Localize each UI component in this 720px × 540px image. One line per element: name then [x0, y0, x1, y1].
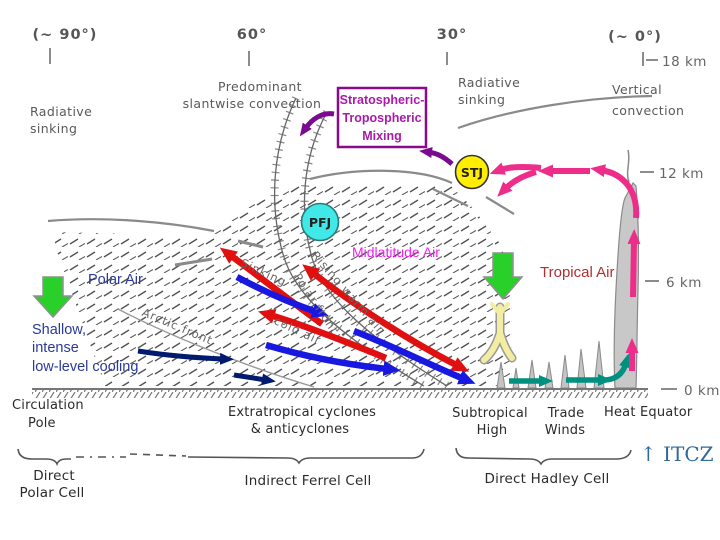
ferrel-cell-brace — [187, 448, 425, 465]
upper-outflow-arrow — [489, 162, 542, 175]
subtropical-high-label: Subtropical High — [452, 406, 528, 438]
polar-cell-line2: Polar Cell — [19, 485, 84, 501]
equator-updraft-arrow — [627, 229, 641, 298]
vertical-convection-label: Vertical convection — [612, 82, 684, 118]
slantwise-convection-label: Predominant slantwise convection — [183, 79, 322, 111]
shallow-cooling-line1: Shallow, — [32, 322, 86, 338]
shallow-cooling-line3: low-level cooling — [32, 359, 138, 375]
latitude-label-equator: (~ 0°) — [608, 29, 662, 45]
stj-label: STJ — [461, 165, 483, 180]
subtropical-high-line1: Subtropical — [452, 406, 528, 421]
cold-air-arrows — [235, 274, 476, 385]
midlatitude-air-label: Midlatitude Air — [352, 244, 440, 260]
convection-column-top-wiggle — [626, 149, 630, 183]
rising-warm-air-arrow — [302, 264, 470, 372]
mixing-arrow — [299, 111, 335, 137]
arctic-outflow-arrows — [137, 348, 276, 386]
polar-air-label: Polar Air — [88, 272, 143, 288]
circulation-cell-labels: Direct Polar Cell Indirect Ferrel Cell D… — [19, 468, 609, 501]
circulation-pole-line1: Circulation — [12, 398, 84, 413]
altitude-label-6km: 6 km — [666, 275, 702, 291]
tropopause-break-segment — [432, 188, 469, 207]
sinking-cold-air-arrow — [265, 341, 401, 376]
trade-winds-line1: Trade — [547, 406, 585, 421]
hadley-return-arrows — [489, 162, 641, 371]
trade-wind-arrows — [509, 353, 631, 387]
extratropical-line2: & anticyclones — [251, 422, 350, 437]
tropical-tropopause-line — [457, 94, 653, 130]
stj-circle — [454, 154, 490, 190]
latitude-axis: (~ 90°) 60° 30° (~ 0°) — [33, 27, 662, 66]
trade-winds-line2: Winds — [545, 423, 585, 438]
polar-tropopause-line — [47, 218, 215, 233]
polar-cell-line1: Direct — [33, 468, 75, 484]
mixing-box-line1: Stratospheric- — [340, 93, 425, 107]
ferrel-cell-label: Indirect Ferrel Cell — [245, 473, 372, 489]
low-level-cold-arrow — [233, 372, 276, 386]
stratosphere-mixing-arrows — [299, 111, 454, 166]
upper-outflow-arrow — [590, 164, 640, 219]
vertical-convection-line1: Vertical — [612, 82, 662, 97]
radiative-sinking-left-label: Radiative sinking — [30, 104, 92, 136]
circulation-pole-line2: Pole — [28, 416, 56, 431]
subsidence-down-arrow — [482, 252, 524, 301]
gray-flow-stroke — [237, 239, 264, 249]
radiative-sinking-left-line2: sinking — [30, 121, 77, 136]
altitude-label-18km: 18 km — [662, 54, 707, 70]
polar-front-jet: PFJ — [300, 202, 340, 242]
subtropical-subsidence-fork — [479, 302, 517, 365]
hadley-cell-brace — [455, 447, 632, 466]
radiative-sinking-right-label: Radiative sinking — [458, 75, 520, 107]
mixing-box-frame — [336, 86, 428, 149]
altitude-label-12km: 12 km — [659, 166, 704, 182]
extratropical-cyclones-label: Extratropical cyclones & anticyclones — [228, 405, 376, 437]
pfj-circle — [300, 202, 340, 242]
shallow-cooling-line2: intense — [32, 340, 79, 356]
radiative-sinking-left-line1: Radiative — [30, 104, 92, 119]
trade-winds-label: Trade Winds — [545, 406, 585, 438]
altitude-label-0km: 0 km — [684, 383, 720, 399]
radiative-sinking-right-line1: Radiative — [458, 75, 520, 90]
altitude-axis: 18 km 12 km 6 km 0 km — [640, 54, 720, 399]
latitude-label-pole: (~ 90°) — [33, 27, 98, 43]
extratropical-line1: Extratropical cyclones — [228, 405, 376, 420]
latitude-label-60: 60° — [237, 27, 267, 43]
mixing-arrow — [419, 147, 454, 166]
shallow-cooling-label: Shallow, intense low-level cooling — [32, 322, 138, 375]
vertical-convection-line2: convection — [612, 103, 684, 118]
pfj-label: PFJ — [309, 215, 331, 230]
itcz-label: ↑ ITCZ — [640, 442, 714, 466]
subtropical-high-line2: High — [477, 423, 508, 438]
low-level-cold-arrow — [137, 348, 234, 365]
stratospheric-tropospheric-mixing-box: Stratospheric- Tropospheric Mixing — [336, 86, 428, 149]
heat-equator-label: Heat Equator — [604, 405, 693, 420]
polar-cell-brace — [17, 448, 71, 467]
ferrel-brace-dashes — [129, 453, 187, 457]
midlatitude-tropopause-line — [309, 169, 453, 184]
slantwise-line1: Predominant — [218, 79, 302, 94]
tropopause-break-segment — [485, 196, 515, 215]
circulation-pole-label: Circulation Pole — [12, 398, 84, 431]
sinking-cold-air-arrow — [235, 274, 329, 318]
upper-outflow-branch-arrow — [497, 169, 537, 197]
subsidence-down-arrow — [32, 276, 74, 319]
latitude-label-30: 30° — [437, 27, 467, 43]
tropical-air-label: Tropical Air — [540, 264, 614, 281]
arctic-front-line — [117, 308, 315, 388]
sinking-cold-air-arrow — [352, 327, 476, 385]
radiative-sinking-right-line2: sinking — [458, 92, 505, 107]
gray-flow-stroke — [174, 257, 213, 267]
cell-braces — [17, 447, 632, 467]
surface-hatching — [32, 390, 648, 398]
trade-wind-updraft-arrow — [605, 353, 631, 383]
hadley-cell-label: Direct Hadley Cell — [485, 471, 610, 487]
mixing-box-line2: Tropospheric — [342, 111, 421, 125]
mixing-box-line3: Mixing — [362, 129, 402, 143]
slantwise-line2: slantwise convection — [183, 96, 322, 111]
subtropical-jet: STJ — [454, 154, 490, 190]
